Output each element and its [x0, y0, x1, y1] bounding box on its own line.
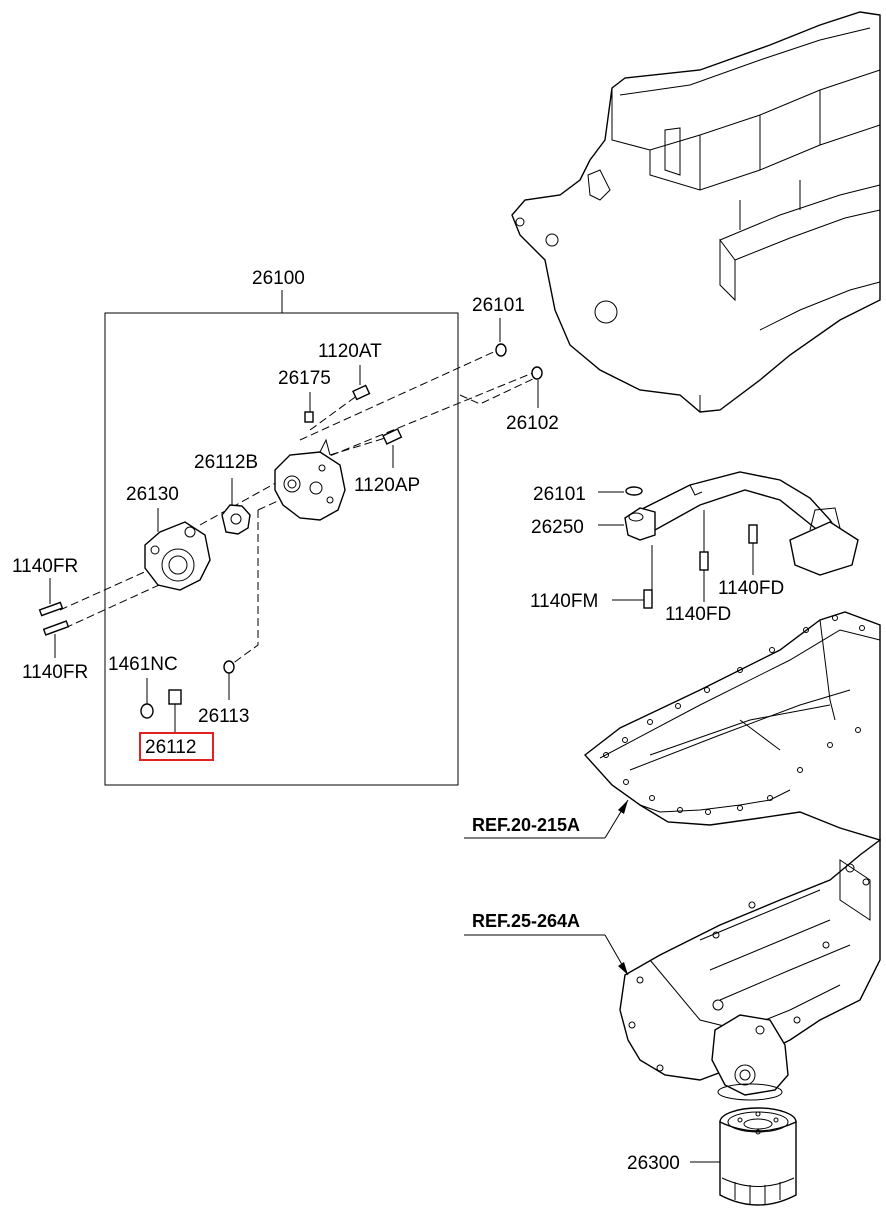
label-1461nc: 1461NC [108, 654, 178, 675]
gear-26112b [221, 478, 251, 535]
label-1120at: 1120AT [318, 341, 382, 362]
label-ref-20-215a: REF.20-215A [472, 815, 580, 835]
label-26112: 26112 [145, 737, 196, 758]
bolt-26175 [304, 392, 314, 423]
bolt-1140fd-a [699, 551, 709, 602]
bolt-1140fd-b [748, 524, 758, 575]
label-26250: 26250 [531, 517, 584, 538]
bolt-1140fm [612, 589, 653, 609]
pump-cover [274, 438, 346, 521]
oring-26101 [495, 343, 507, 357]
label-26300: 26300 [627, 1153, 680, 1174]
label-1140fr-upper: 1140FR [12, 556, 78, 577]
label-26130: 26130 [126, 484, 179, 505]
highlight-box-26112 [139, 732, 214, 761]
ring-26113 [223, 660, 235, 674]
ring-1461nc [140, 703, 154, 719]
label-26112b: 26112B [194, 452, 258, 473]
bolt-1120at [352, 365, 371, 401]
label-26101-strainer: 26101 [533, 484, 586, 505]
pin-26112 [168, 689, 182, 705]
pump-body-26130 [144, 508, 211, 591]
oil-pan [583, 611, 881, 841]
oil-strainer-26250 [598, 471, 859, 576]
label-1140fr-lower: 1140FR [22, 662, 88, 683]
label-ref-25-264a: REF.25-264A [472, 911, 580, 931]
label-26101-top: 26101 [472, 295, 525, 316]
bolt-1140fr-upper [38, 578, 64, 617]
label-1140fd-lower: 1140FD [665, 604, 731, 625]
filter-adapter [711, 1014, 789, 1101]
lower-cover [619, 838, 881, 1081]
label-26102: 26102 [506, 413, 559, 434]
label-26100: 26100 [252, 268, 305, 289]
bolt-1120ap [382, 428, 403, 468]
oil-filter-26300 [719, 1107, 797, 1206]
label-1140fd-upper: 1140FD [718, 578, 784, 599]
oring-26102 [531, 366, 543, 380]
engine-block [511, 11, 881, 413]
label-26175: 26175 [278, 368, 331, 389]
bolt-1140fr-lower [42, 620, 70, 658]
label-26113: 26113 [198, 706, 249, 727]
label-1140fm: 1140FM [530, 591, 598, 612]
label-1120ap: 1120AP [354, 475, 420, 496]
